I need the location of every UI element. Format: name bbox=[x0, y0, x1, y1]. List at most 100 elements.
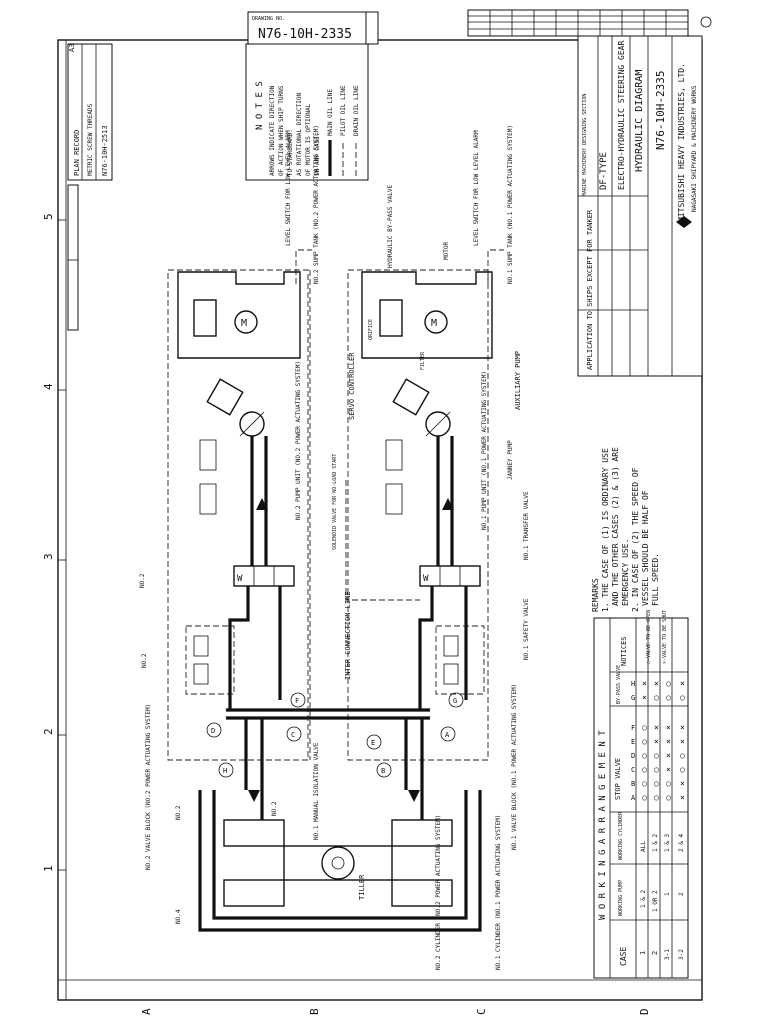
stop-valve-h-icon bbox=[218, 762, 234, 778]
valve-letter-g: G bbox=[453, 697, 457, 705]
no2-bypass-valve bbox=[193, 299, 217, 337]
valve-mark: × bbox=[654, 679, 659, 688]
design-section: MARINE MACHINERY DESIGNING SECTION bbox=[582, 94, 588, 196]
label-pump-unit-2: NO.2 PUMP UNIT (NO.2 POWER ACTUATING SYS… bbox=[295, 361, 302, 520]
application-note: APPLICATION TO SHIPS EXCEPT FOR TANKER bbox=[586, 209, 594, 370]
header-pump: WORKING PUMP bbox=[618, 880, 624, 916]
valve-mark: ○ bbox=[666, 793, 671, 802]
notes-title: N O T E S bbox=[255, 81, 265, 130]
drawing-number: N76-10H-2335 bbox=[258, 27, 352, 42]
label-no2-manual: NO.2 bbox=[271, 801, 278, 816]
grid-col-3: 3 bbox=[42, 553, 55, 560]
case-1: 1 bbox=[639, 951, 647, 955]
title-works: NAGASAKI SHIPYARD & MACHINERY WORKS bbox=[691, 85, 698, 212]
stop-valve-g-icon bbox=[448, 692, 464, 708]
note-line-3: TO STARBOARD. bbox=[287, 129, 294, 176]
note-line-5: OF MOTOR IS OPTIONAL bbox=[305, 103, 312, 176]
legend-drain-label: DRAIN OIL LINE bbox=[353, 85, 360, 136]
label-valve-block-2: NO.2 VALVE BLOCK (NO.2 POWER ACTUATING S… bbox=[145, 704, 152, 870]
title-block: APPLICATION TO SHIPS EXCEPT FOR TANKER M… bbox=[577, 35, 703, 377]
grid-row-c: C bbox=[475, 1008, 488, 1015]
title-product: ELECTRO-HYDRAULIC STEERING GEAR bbox=[617, 41, 626, 190]
cyl-2: 1 & 2 bbox=[652, 834, 659, 852]
no1-relief-valve bbox=[385, 439, 403, 471]
remarks-block: REMARKS 1. THE CASE OF (1) IS ORDINARY U… bbox=[591, 447, 660, 612]
valve-mark: × bbox=[680, 793, 685, 802]
label-orifice: ORIFICE bbox=[368, 319, 374, 340]
metric-screw-label: METRIC SCREW THREADS bbox=[87, 103, 94, 176]
valve-mark: × bbox=[654, 737, 659, 746]
label-level-switch-2: LEVEL SWITCH FOR LOW LEVEL ALARM bbox=[285, 130, 292, 246]
valve-mark: × bbox=[666, 765, 671, 774]
valve-mark: ○ bbox=[654, 693, 659, 702]
valve-mark: × bbox=[680, 737, 685, 746]
valve-column-letter: C bbox=[631, 766, 635, 774]
sheet-size: A3 bbox=[68, 44, 76, 52]
label-sump-tank-2: NO.2 SUMP TANK (NO.2 POWER ACTUATING SYS… bbox=[313, 125, 320, 284]
no2-sump-tank bbox=[177, 271, 301, 359]
case-3-2: 3-2 bbox=[678, 949, 685, 960]
no4-cylinder bbox=[223, 879, 285, 907]
remarks-title: REMARKS bbox=[591, 578, 600, 612]
label-no2-safety: NO.2 bbox=[141, 653, 148, 668]
tiller-bar bbox=[283, 845, 393, 881]
plan-record-box: PLAN RECORD METRIC SCREW THREADS N76-10H… bbox=[67, 43, 113, 331]
title-drawing-number: N76-10H-2335 bbox=[654, 71, 667, 150]
valve-column-letter: B bbox=[631, 780, 635, 788]
flow-arrow-icon bbox=[248, 790, 260, 802]
valve-mark: ○ bbox=[642, 793, 647, 802]
remark-line-6: FULL SPEED. bbox=[651, 553, 660, 606]
valve-mark: ○ bbox=[654, 751, 659, 760]
valve-column-letter: G bbox=[631, 694, 635, 702]
note-line-1: ARROWS INDICATE DIRECTION bbox=[269, 85, 276, 176]
valve-mark: ○ bbox=[642, 751, 647, 760]
note-line-4: AS ROTATIONAL DIRECTION bbox=[296, 93, 303, 176]
no3-cylinder bbox=[391, 879, 453, 907]
note-line-2: OF ACTION WHEN SHIP TURNS bbox=[278, 85, 285, 176]
legend-pilot-label: PILOT OIL LINE bbox=[340, 85, 347, 136]
label-manual-isolation: NO.1 MANUAL ISOLATION VALVE bbox=[313, 742, 320, 840]
pump-3: 1 bbox=[664, 892, 671, 896]
valve-mark: ○ bbox=[680, 765, 685, 774]
valve-mark: ○ bbox=[666, 779, 671, 788]
valve-letter-e: E bbox=[371, 739, 375, 747]
flow-arrow-icon bbox=[256, 498, 268, 510]
valve-letter-d: D bbox=[211, 727, 215, 735]
stop-valve-a-icon bbox=[440, 726, 456, 742]
valve-mark: ○ bbox=[666, 679, 671, 688]
grid-col-2: 2 bbox=[42, 728, 55, 735]
working-arrangement-table: W O R K I N G A R R A N G E M E N T CASE… bbox=[593, 610, 689, 979]
legend-main-label: MAIN OIL LINE bbox=[327, 89, 334, 136]
no1-sump-tank bbox=[361, 271, 493, 359]
stop-valve-f-icon bbox=[290, 692, 306, 708]
valve-mark: ○ bbox=[642, 723, 647, 732]
hydraulic-circuit: M M W W bbox=[167, 249, 504, 932]
stop-valve-d-icon bbox=[206, 722, 222, 738]
valve-mark: × bbox=[642, 679, 647, 688]
label-cylinder-2: NO.2 CYLINDER (NO.2 POWER ACTUATING SYST… bbox=[435, 815, 442, 970]
note-line-6: IN ANY CASE. bbox=[314, 133, 321, 176]
grid-col-4: 4 bbox=[42, 383, 55, 390]
no1-servo-controller bbox=[392, 378, 430, 416]
label-no4: NO.4 bbox=[175, 909, 182, 924]
valve-mark: × bbox=[642, 693, 647, 702]
cyl-4: 2 & 4 bbox=[678, 834, 685, 852]
label-no2-transfer: NO.2 bbox=[139, 573, 146, 588]
no1-transfer-valve bbox=[419, 565, 481, 587]
remark-line-5: VESSEL SHOULD BE HALF OF bbox=[641, 490, 650, 606]
valve-column-letter: D bbox=[631, 752, 635, 760]
valve-mark: ○ bbox=[654, 779, 659, 788]
label-sump-tank-1: NO.1 SUMP TANK (NO.1 POWER ACTUATING SYS… bbox=[507, 125, 514, 284]
valve-mark: × bbox=[680, 679, 685, 688]
pump-2: 1 OR 2 bbox=[652, 890, 659, 912]
no2-motor-icon bbox=[234, 310, 258, 334]
valve-letter-f: F bbox=[295, 697, 299, 705]
valve-column-letter: F bbox=[631, 724, 635, 732]
pump-1: 1 & 2 bbox=[640, 890, 647, 908]
notes-box: N O T E S ARROWS INDICATE DIRECTION OF A… bbox=[245, 43, 369, 181]
grid-col-5: 5 bbox=[42, 213, 55, 220]
ref-drawing-number: N76-10H-2513 bbox=[101, 125, 109, 176]
outer-border bbox=[57, 39, 703, 1001]
valve-column-letter: A bbox=[631, 794, 636, 802]
